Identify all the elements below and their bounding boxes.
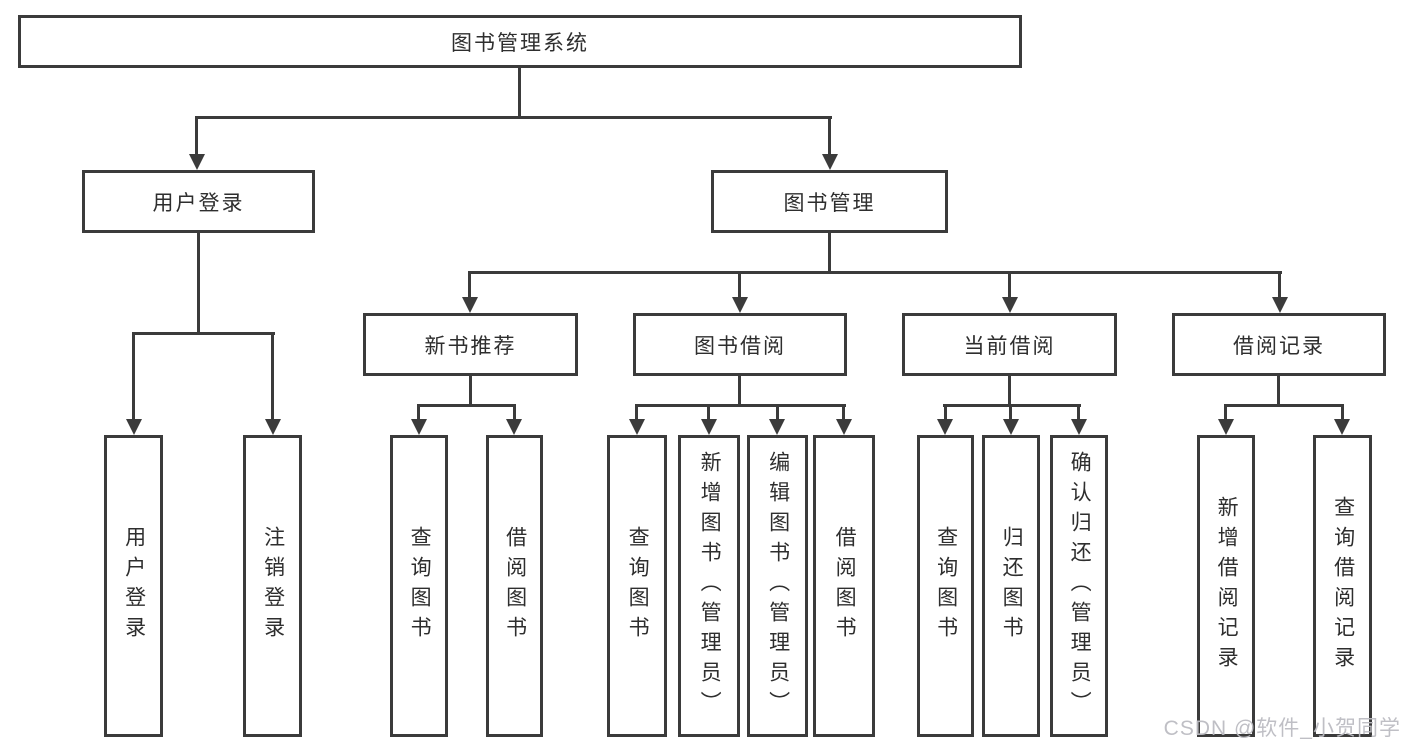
arrow-down-icon — [701, 419, 717, 435]
connector-line — [776, 404, 779, 422]
arrow-down-icon — [189, 154, 205, 170]
node-new-book-recommend: 新书推荐 — [363, 313, 578, 376]
leaf-user-login: 用户登录 — [104, 435, 163, 737]
leaf-return-book: 归还图书 — [982, 435, 1040, 737]
arrow-down-icon — [629, 419, 645, 435]
arrow-down-icon — [462, 297, 478, 313]
connector-line — [738, 376, 741, 407]
leaf-query-borrow-record: 查询借阅记录 — [1313, 435, 1372, 737]
connector-line — [513, 404, 516, 422]
connector-line — [195, 116, 198, 158]
arrow-down-icon — [769, 419, 785, 435]
arrow-down-icon — [1003, 419, 1019, 435]
connector-line — [1008, 271, 1011, 301]
node-book-mgmt: 图书管理 — [711, 170, 948, 233]
watermark: CSDN @软件_小贺同学 — [1163, 717, 1401, 740]
arrow-down-icon — [506, 419, 522, 435]
connector-line — [468, 271, 471, 301]
connector-line — [132, 332, 275, 335]
connector-line — [417, 404, 420, 422]
connector-line — [1277, 376, 1280, 407]
node-book-borrow: 图书借阅 — [633, 313, 847, 376]
leaf-query-book-2: 查询图书 — [607, 435, 667, 737]
connector-line — [271, 332, 274, 422]
node-borrow-records: 借阅记录 — [1172, 313, 1386, 376]
connector-line — [707, 404, 710, 422]
connector-line — [1008, 376, 1011, 407]
node-root: 图书管理系统 — [18, 15, 1022, 68]
leaf-query-book-3: 查询图书 — [917, 435, 974, 737]
connector-line — [828, 233, 831, 274]
arrow-down-icon — [732, 297, 748, 313]
node-current-borrow: 当前借阅 — [902, 313, 1117, 376]
leaf-borrow-book-1: 借阅图书 — [486, 435, 543, 737]
leaf-edit-book-admin: 编辑图书（管理员） — [747, 435, 808, 737]
leaf-logout: 注销登录 — [243, 435, 302, 737]
leaf-query-book-1: 查询图书 — [390, 435, 448, 737]
connector-line — [132, 332, 135, 422]
leaf-borrow-book-2: 借阅图书 — [813, 435, 875, 737]
arrow-down-icon — [937, 419, 953, 435]
connector-line — [468, 271, 1282, 274]
arrow-down-icon — [1002, 297, 1018, 313]
connector-line — [944, 404, 947, 422]
arrow-down-icon — [836, 419, 852, 435]
arrow-down-icon — [1272, 297, 1288, 313]
arrow-down-icon — [126, 419, 142, 435]
connector-line — [1341, 404, 1344, 422]
node-user-login: 用户登录 — [82, 170, 315, 233]
arrow-down-icon — [1071, 419, 1087, 435]
connector-line — [828, 116, 831, 158]
connector-line — [1077, 404, 1080, 422]
connector-line — [195, 116, 832, 119]
connector-line — [1224, 404, 1344, 407]
connector-line — [635, 404, 638, 422]
arrow-down-icon — [1334, 419, 1350, 435]
connector-line — [1278, 271, 1281, 301]
connector-line — [635, 404, 846, 407]
leaf-add-book-admin: 新增图书（管理员） — [678, 435, 740, 737]
arrow-down-icon — [1218, 419, 1234, 435]
connector-line — [738, 271, 741, 301]
arrow-down-icon — [411, 419, 427, 435]
connector-line — [518, 68, 521, 118]
connector-line — [842, 404, 845, 422]
arrow-down-icon — [265, 419, 281, 435]
connector-line — [197, 233, 200, 335]
connector-line — [1224, 404, 1227, 422]
connector-line — [469, 376, 472, 407]
arrow-down-icon — [822, 154, 838, 170]
connector-line — [1009, 404, 1012, 422]
connector-line — [417, 404, 516, 407]
leaf-add-borrow-record: 新增借阅记录 — [1197, 435, 1255, 737]
connector-line — [943, 404, 1081, 407]
leaf-confirm-return-admin: 确认归还（管理员） — [1050, 435, 1108, 737]
